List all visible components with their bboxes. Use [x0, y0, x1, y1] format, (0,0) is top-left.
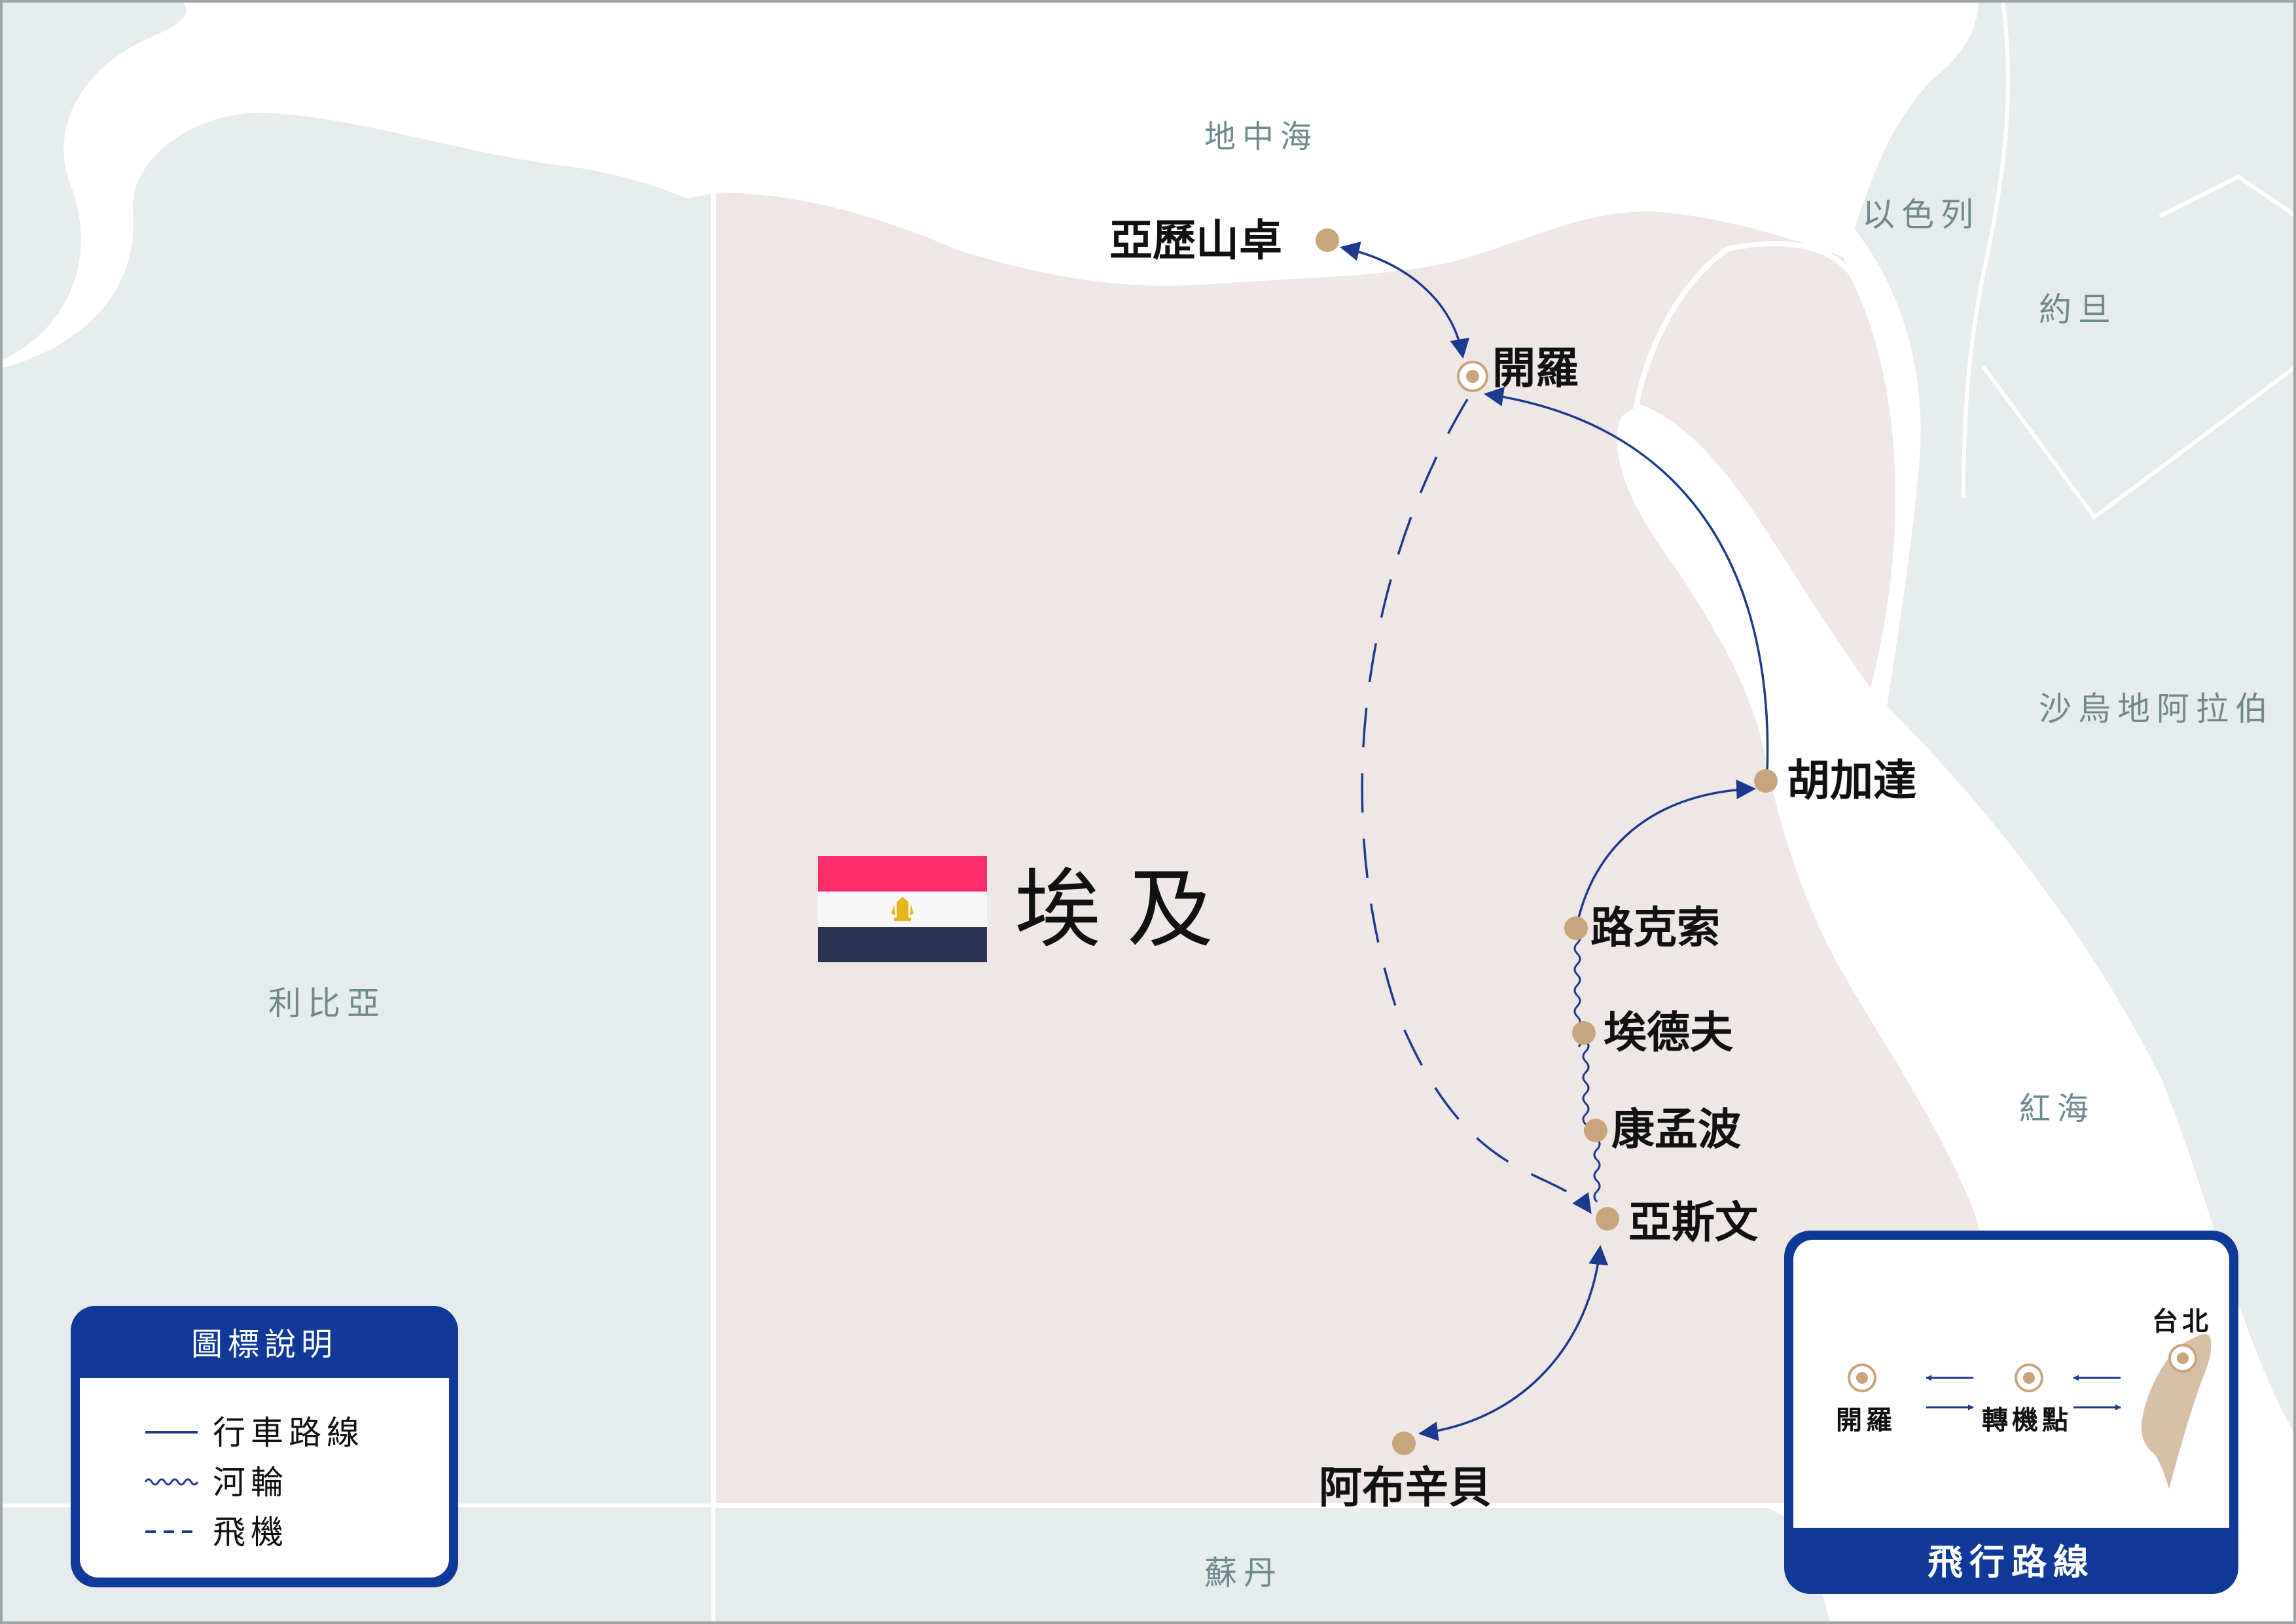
route-cairo-aswan-flight: [1361, 399, 1592, 1214]
inset-body: [1793, 1240, 2229, 1528]
inset-transfer-label: 轉機點: [1982, 1405, 2072, 1435]
cairo-dot: [1457, 361, 1488, 392]
route-aswan-abusimbel: [1418, 1245, 1609, 1441]
inset-cairo-marker: [1848, 1363, 1876, 1392]
hurghada-label: 胡加達: [1787, 755, 1916, 806]
inset-taipei-label: 台北: [2152, 1307, 2212, 1337]
luxor-label: 路克索: [1590, 903, 1720, 953]
luxor-dot: [1564, 916, 1588, 940]
libya-land-main: [0, 109, 723, 1507]
sudan-label: 蘇丹: [1204, 1554, 1283, 1592]
route-hurghada-cairo: [1484, 387, 1769, 773]
border-jordan-east: [1981, 365, 2296, 520]
aswan-dot: [1596, 1207, 1619, 1231]
egypt-name-label: 埃及: [1014, 859, 1240, 960]
sinai-land: [1633, 241, 1901, 700]
hurghada-dot: [1754, 769, 1778, 793]
alexandria-label: 亞歷山卓: [1109, 215, 1282, 266]
legend-body-top: [80, 1378, 449, 1404]
alexandria-dot: [1316, 228, 1339, 252]
inset-cairo-label: 開羅: [1836, 1405, 1896, 1435]
edfu-dot: [1572, 1021, 1596, 1045]
inset-body-bottom: [1793, 1502, 2229, 1528]
inset-title: 飛行路線: [1928, 1542, 2095, 1583]
transfer-marker: [2015, 1363, 2043, 1392]
taiwan-map-icon: [2141, 1334, 2212, 1489]
abu-simbel-dot: [1392, 1432, 1416, 1455]
flight-route-inset: 飛行路線 台北 轉機點 開羅: [1784, 1231, 2238, 1594]
legend-river-label: 河輪: [213, 1464, 289, 1502]
east-land: [1850, 0, 2296, 1444]
israel-label: 以色列: [1862, 196, 1980, 234]
red-sea-label: 紅海: [2019, 1091, 2095, 1127]
cairo-label: 開羅: [1492, 343, 1579, 393]
edfu-label: 埃德夫: [1604, 1007, 1734, 1058]
legend: 圖標說明 行車路線 河輪 飛機: [71, 1306, 458, 1587]
border-jordan: [1962, 0, 2011, 498]
legend-drive-label: 行車路線: [213, 1414, 365, 1452]
legend-flight-label: 飛機: [213, 1513, 289, 1551]
kom-ombo-dot: [1584, 1119, 1607, 1142]
taipei-marker: [2168, 1344, 2197, 1373]
border-saudi: [2159, 174, 2296, 218]
saudi-arabia-label: 沙烏地阿拉伯: [2039, 690, 2274, 728]
mediterranean-label: 地中海: [1204, 118, 1318, 155]
eagle-emblem-icon: [891, 897, 914, 921]
legend-body: [80, 1378, 449, 1578]
egypt-flag: [818, 856, 987, 962]
flag-red-stripe: [818, 856, 987, 892]
libya-land: [0, 0, 190, 366]
jordan-label: 約旦: [2039, 291, 2117, 329]
legend-river-icon: [144, 1478, 199, 1486]
route-luxor-hurghada: [1576, 779, 1756, 924]
aswan-label: 亞斯文: [1628, 1197, 1758, 1248]
flag-black-stripe: [818, 927, 987, 962]
legend-title: 圖標說明: [191, 1326, 338, 1363]
route-alexandria-cairo: [1340, 242, 1470, 359]
kom-ombo-label: 康孟波: [1611, 1104, 1741, 1155]
libya-label: 利比亞: [268, 984, 386, 1022]
abu-simbel-label: 阿布辛貝: [1319, 1462, 1492, 1513]
